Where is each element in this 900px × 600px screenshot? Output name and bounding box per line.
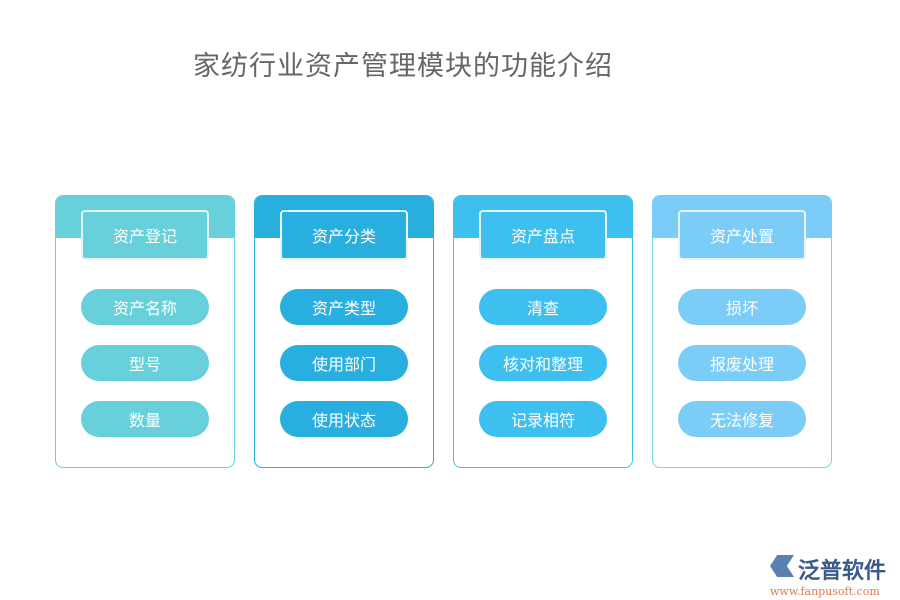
logo-name: 泛普软件 (798, 559, 887, 584)
column-card: 资产处置损坏报废处理无法修复 (652, 195, 832, 468)
feature-pill: 数量 (81, 401, 209, 437)
feature-pill: 报废处理 (678, 345, 806, 381)
logo-url: www.fanpusoft.com (770, 585, 880, 598)
column-card: 资产分类资产类型使用部门使用状态 (254, 195, 434, 468)
feature-pill: 清查 (479, 289, 607, 325)
feature-pill: 损坏 (678, 289, 806, 325)
feature-pill: 型号 (81, 345, 209, 381)
column-heading: 资产处置 (678, 210, 806, 260)
column-heading: 资产登记 (81, 210, 209, 260)
feature-pill: 无法修复 (678, 401, 806, 437)
logo: 泛普软件 www.fanpusoft.com (770, 553, 886, 598)
feature-pill: 使用部门 (280, 345, 408, 381)
feature-pill: 资产名称 (81, 289, 209, 325)
column-heading: 资产盘点 (479, 210, 607, 260)
column-card: 资产盘点清查核对和整理记录相符 (453, 195, 633, 468)
page-title: 家纺行业资产管理模块的功能介绍 (193, 51, 613, 82)
feature-pill: 核对和整理 (479, 345, 607, 381)
column-card: 资产登记资产名称型号数量 (55, 195, 235, 468)
feature-pill: 记录相符 (479, 401, 607, 437)
feature-pill: 资产类型 (280, 289, 408, 325)
logo-icon (770, 555, 794, 577)
feature-pill: 使用状态 (280, 401, 408, 437)
column-heading: 资产分类 (280, 210, 408, 260)
